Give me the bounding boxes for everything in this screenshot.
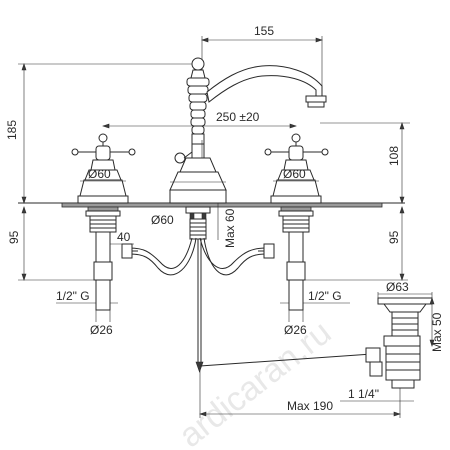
handle-height-label: 108	[387, 146, 401, 166]
right-under-deck-dimension: 95	[305, 206, 408, 281]
hose-offset-label: 40	[117, 230, 131, 244]
waste-diameter-dimension: Ø63	[377, 280, 433, 298]
waste-height-label: Max 50	[430, 312, 444, 352]
right-cross-handle	[264, 133, 329, 204]
left-under-deck-dimension: 95	[7, 206, 94, 281]
pop-up-rod	[195, 239, 373, 373]
center-spacing-label: 250 ±20	[216, 110, 260, 124]
right-under-deck-label: 95	[387, 230, 401, 244]
left-handle-diameter-label: Ø60	[88, 167, 111, 181]
waste-thread-label: 1 1/4"	[348, 387, 379, 401]
right-valve-body	[278, 206, 314, 281]
right-inlet-pipe	[288, 279, 304, 322]
total-height-dimension: 185	[5, 63, 195, 204]
watermark-text: ardicaran.ru	[172, 313, 338, 450]
max-deck-label: Max 60	[223, 208, 237, 248]
spout-reach-label: 155	[254, 24, 274, 38]
pop-up-waste	[365, 297, 433, 389]
pop-up-reach-dimension: Max 190	[199, 370, 401, 418]
waste-diameter-label: Ø63	[386, 280, 409, 294]
right-inlet-diameter-label: Ø26	[284, 323, 307, 337]
right-thread-label: 1/2" G	[308, 289, 342, 303]
right-handle-diameter-label: Ø60	[283, 167, 306, 181]
deck-plate	[61, 202, 383, 208]
left-inlet-diameter-label: Ø26	[90, 323, 113, 337]
handle-height-dimension: 108	[320, 122, 410, 204]
left-under-deck-label: 95	[7, 230, 21, 244]
pop-up-reach-label: Max 190	[287, 399, 333, 413]
base-diameter-label: Ø60	[151, 213, 174, 227]
left-inlet-pipe	[95, 279, 111, 322]
total-height-label: 185	[5, 120, 19, 140]
waste-height-dimension: Max 50	[429, 297, 444, 352]
left-thread-label: 1/2" G	[56, 289, 90, 303]
flexible-hoses	[121, 237, 275, 276]
left-valve-body	[85, 206, 121, 281]
central-mounting-body	[185, 206, 211, 240]
left-cross-handle	[71, 133, 136, 204]
